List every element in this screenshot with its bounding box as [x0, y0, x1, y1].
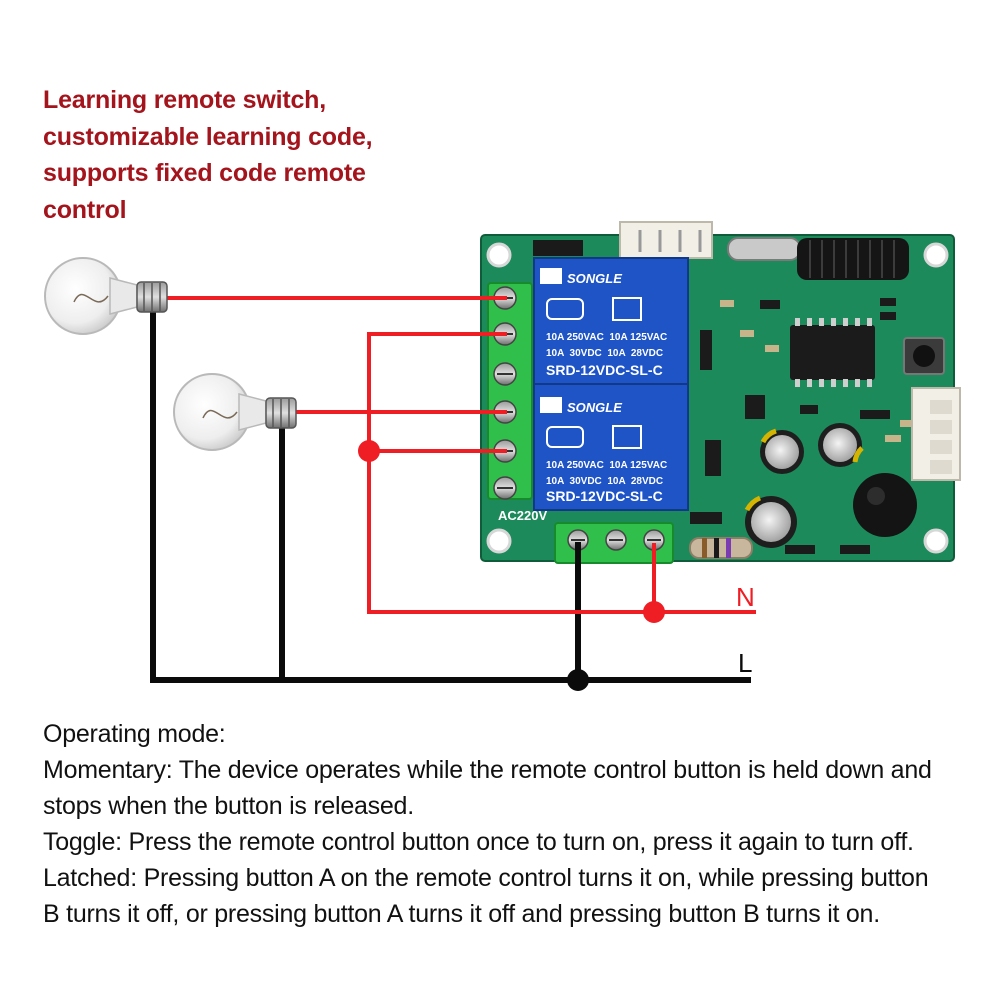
headline-line: customizable learning code, [43, 122, 373, 151]
capacitor [744, 495, 797, 548]
headline-line: control [43, 195, 127, 224]
footer-line: Momentary: The device operates while the… [43, 756, 932, 784]
relay-rating: 10A 30VDC 10A 28VDC [546, 348, 663, 359]
relay-brand: SONGLE [567, 400, 622, 415]
neutral-label: N [736, 582, 755, 612]
operating-mode-description: Operating mode: Momentary: The device op… [43, 716, 932, 932]
crystal [727, 237, 801, 261]
decoder-chip [790, 325, 875, 380]
relay-model: SRD-12VDC-SL-C [546, 488, 663, 504]
footer-line: Latched: Pressing button A on the remote… [43, 864, 929, 892]
relay-brand: SONGLE [567, 271, 622, 286]
headline-line: Learning remote switch, [43, 86, 326, 114]
neutral-junction [358, 440, 380, 462]
relay-rating: 10A 250VAC 10A 125VAC [546, 332, 667, 343]
line-label: L [738, 648, 752, 678]
footer-line: B turns it off, or pressing button A tur… [43, 900, 880, 928]
mounting-hole [486, 528, 512, 554]
headline: Learning remote switch, customizable lea… [43, 82, 373, 228]
capacitor [818, 423, 864, 467]
footer-line: Toggle: Press the remote control button … [43, 828, 914, 856]
terminal-screw [493, 286, 517, 500]
light-bulb-2 [173, 373, 297, 451]
relay-1: SONGLE 10A 250VAC 10A 125VAC 10A 30VDC 1… [533, 257, 689, 385]
neutral-junction [643, 601, 665, 623]
mounting-hole [486, 242, 512, 268]
headline-line: supports fixed code remote [43, 159, 366, 187]
pin-header [533, 240, 583, 256]
mounting-hole [923, 528, 949, 554]
power-label: AC220V [498, 508, 547, 523]
inductor [853, 473, 917, 537]
learn-button-cap [913, 345, 935, 367]
relay-rating: 10A 250VAC 10A 125VAC [546, 460, 667, 471]
jst-connector-top [619, 221, 713, 259]
relay-rating: 10A 30VDC 10A 28VDC [546, 476, 663, 487]
antenna-coil [797, 238, 909, 280]
relay-module-board: SONGLE 10A 250VAC 10A 125VAC 10A 30VDC 1… [480, 221, 961, 564]
footer-line: Operating mode: [43, 720, 226, 748]
line-junction [567, 669, 589, 691]
wiring-diagram: SONGLE 10A 250VAC 10A 125VAC 10A 30VDC 1… [44, 221, 961, 691]
relay-model: SRD-12VDC-SL-C [546, 362, 663, 378]
mounting-hole [923, 242, 949, 268]
power-resistor [689, 537, 753, 559]
light-bulb-1 [44, 257, 168, 335]
output-terminal-block [487, 282, 533, 500]
capacitor [760, 428, 804, 474]
footer-line: stops when the button is released. [43, 792, 414, 820]
neutral-wire [166, 296, 756, 614]
relay-2: SONGLE 10A 250VAC 10A 125VAC 10A 30VDC 1… [533, 383, 689, 511]
